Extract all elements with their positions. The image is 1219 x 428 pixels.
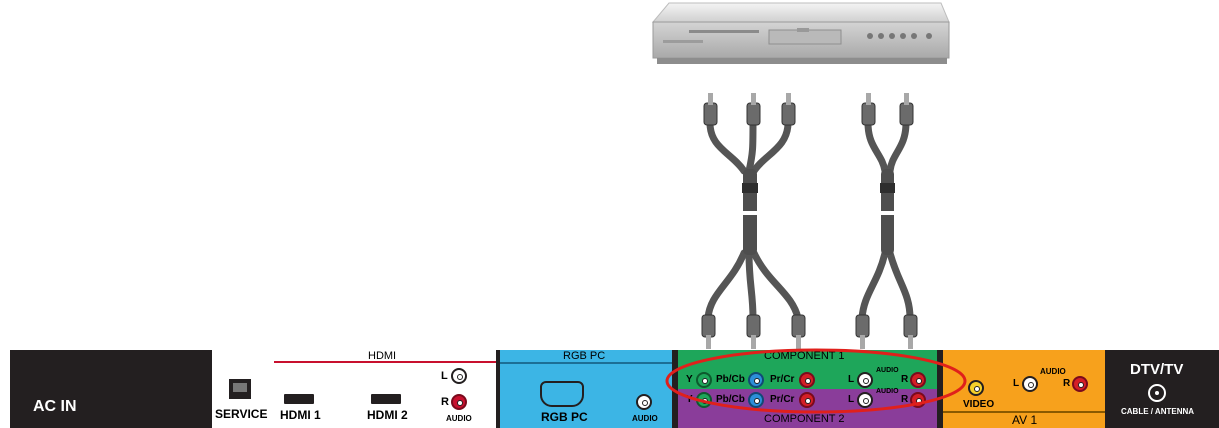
dtv-title: DTV/TV	[1130, 361, 1183, 378]
hdmi-l-jack[interactable]	[451, 368, 467, 384]
dvd-player	[649, 0, 954, 78]
component-cable	[692, 93, 812, 351]
av-1-l-label: L	[1013, 378, 1019, 389]
ac-in-label: AC IN	[33, 398, 77, 416]
service-port[interactable]	[229, 379, 251, 399]
av-1-audio-label: AUDIO	[1040, 367, 1066, 376]
rgb-pc-port[interactable]	[540, 381, 584, 407]
hdmi-2-port[interactable]	[371, 394, 401, 404]
hdmi-l-label: L	[441, 370, 448, 382]
dtv-antenna-jack[interactable]	[1148, 384, 1166, 402]
hdmi-1-label: HDMI 1	[280, 408, 321, 422]
hdmi-header: HDMI	[368, 350, 396, 362]
hdmi-r-label: R	[441, 396, 449, 408]
rgb-pc-header-bar	[500, 362, 672, 364]
rca-audio-cable-icon	[848, 93, 926, 351]
hdmi-r-jack[interactable]	[451, 394, 467, 410]
rgb-audio-jack[interactable]	[636, 394, 652, 410]
rgb-audio-label: AUDIO	[632, 414, 658, 423]
dvd-player-icon	[649, 0, 954, 78]
av-1-l-jack[interactable]	[1022, 376, 1038, 392]
av-1-r-jack[interactable]	[1072, 376, 1088, 392]
component-cable-icon	[692, 93, 812, 351]
av-1-footer: AV 1	[1012, 413, 1037, 427]
service-label: SERVICE	[215, 407, 267, 421]
hdmi-audio-label: AUDIO	[446, 414, 472, 423]
rca-audio-cable	[848, 93, 926, 351]
hdmi-1-port[interactable]	[284, 394, 314, 404]
rgb-pc-header: RGB PC	[563, 350, 605, 362]
rgb-pc-label: RGB PC	[541, 410, 588, 424]
hdmi-2-label: HDMI 2	[367, 408, 408, 422]
dtv-sub-label: CABLE / ANTENNA	[1121, 407, 1194, 416]
av-1-video-jack[interactable]	[968, 380, 984, 396]
highlight-ellipse	[662, 345, 970, 417]
av-1-r-label: R	[1063, 378, 1070, 389]
